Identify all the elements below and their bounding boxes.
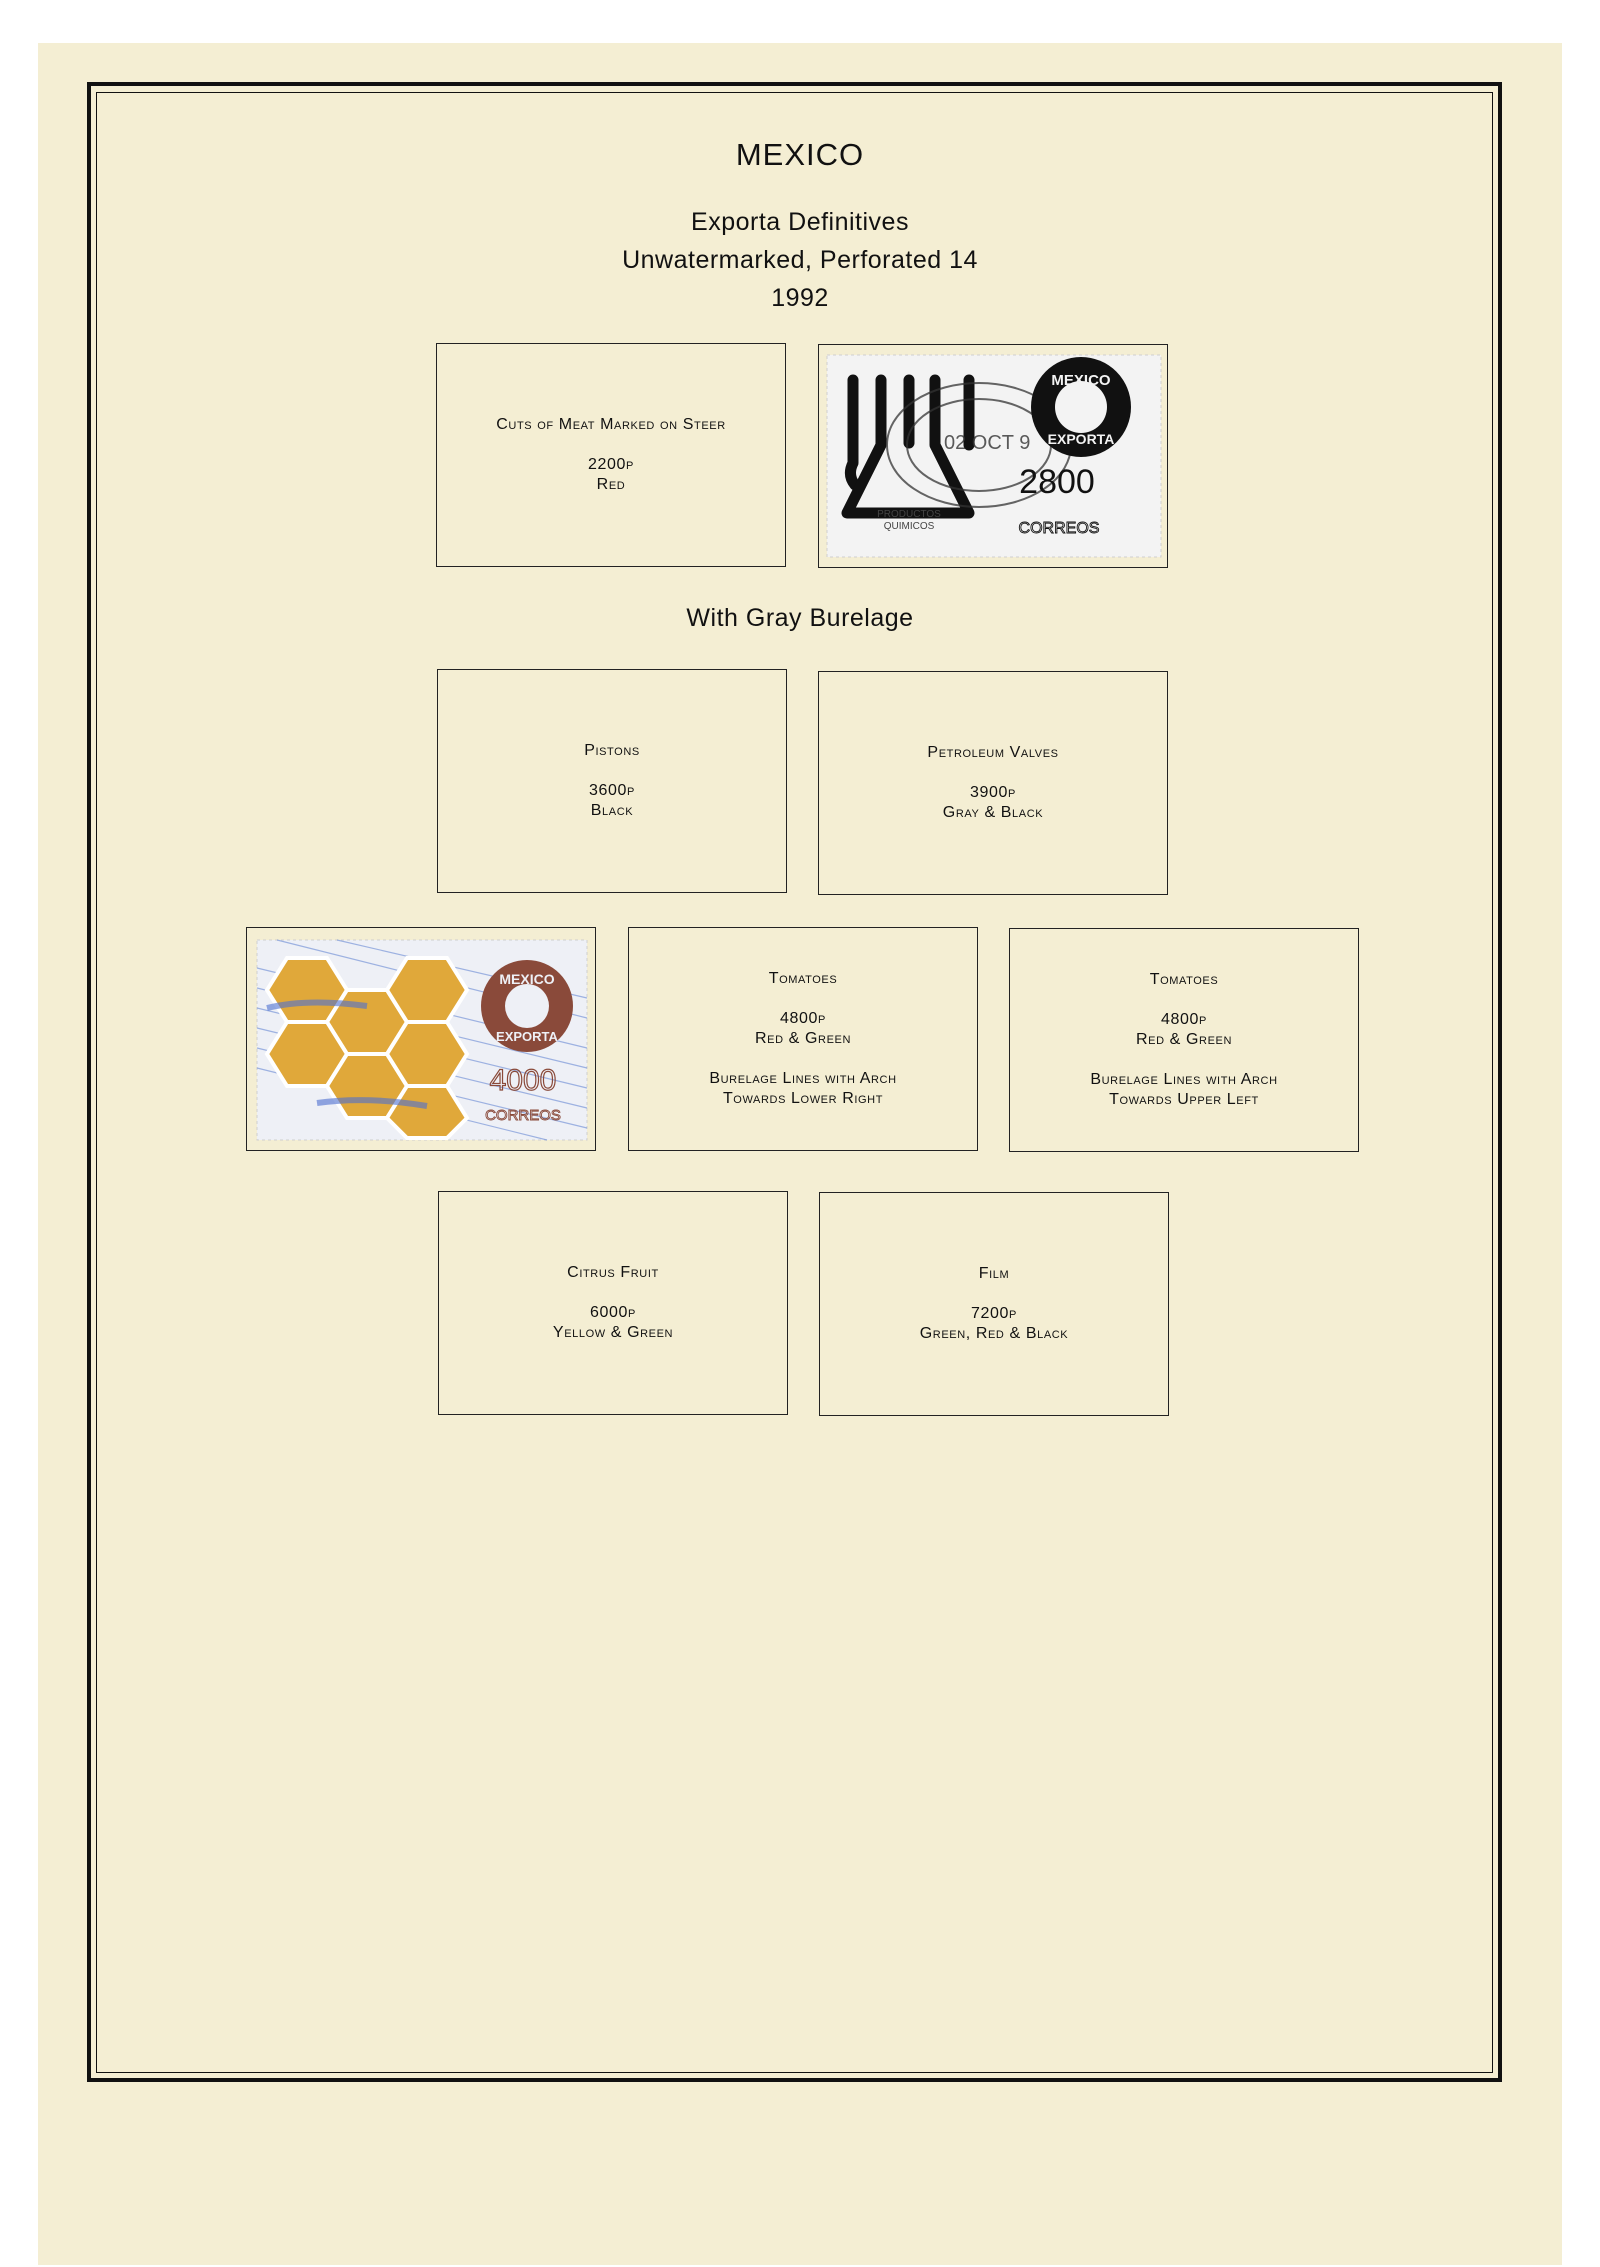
stamp-postal-word: CORREOS — [485, 1107, 561, 1124]
space-title: Pistons — [584, 742, 640, 759]
country-heading: MEXICO — [735, 137, 865, 172]
stamp-mount-2800p[interactable]: 02 OCT 9 MEXICO EXPORTA 2800 CORREOS PRO… — [818, 344, 1168, 568]
honeycomb-motif — [264, 956, 470, 1140]
space-note: Burelage Lines with Arch — [1090, 1071, 1278, 1088]
stamp-mount-4000p[interactable]: MEXICO EXPORTA 4000 CORREOS — [246, 927, 596, 1151]
space-color: Red & Green — [754, 1030, 851, 1047]
stamp-4000p-image: MEXICO EXPORTA 4000 CORREOS — [256, 939, 588, 1141]
series-description: Unwatermarked, Perforated 14 — [622, 246, 978, 274]
space-note: Burelage Lines with Arch — [709, 1070, 897, 1087]
space-color: Black — [590, 802, 634, 819]
space-value: 7200p — [971, 1305, 1017, 1322]
space-value: 3600p — [589, 782, 635, 799]
stamp-denomination: 4000 — [490, 1064, 557, 1097]
stamp-caption-2: QUIMICOS — [884, 521, 935, 532]
stamp-space-4800p-upper-left[interactable]: Tomatoes 4800p Red & Green Burelage Line… — [1009, 928, 1359, 1152]
space-title: Petroleum Valves — [927, 744, 1059, 761]
logo-top-text: MEXICO — [499, 971, 554, 987]
stamp-denomination: 2800 — [1019, 463, 1095, 501]
space-title: Film — [978, 1265, 1010, 1282]
album-page — [38, 43, 1562, 2265]
page-border-outer — [87, 82, 1502, 2082]
stamp-space-7200p[interactable]: Film 7200p Green, Red & Black — [819, 1192, 1169, 1416]
space-title: Tomatoes — [1149, 971, 1219, 988]
space-color: Yellow & Green — [552, 1324, 674, 1341]
stamp-space-4800p-lower-right[interactable]: Tomatoes 4800p Red & Green Burelage Line… — [628, 927, 978, 1151]
space-value: 2200p — [588, 456, 634, 473]
stamp-2800p-image: 02 OCT 9 MEXICO EXPORTA 2800 CORREOS PRO… — [826, 354, 1162, 558]
series-title: Exporta Definitives — [691, 208, 909, 236]
stamp-caption-1: PRODUCTOS — [877, 509, 941, 520]
stamp-space-3900p[interactable]: Petroleum Valves 3900p Gray & Black — [818, 671, 1168, 895]
blue-accent-strokes — [266, 999, 428, 1109]
logo-bottom-text: EXPORTA — [496, 1029, 558, 1044]
logo-bottom-text: EXPORTA — [1048, 431, 1115, 447]
space-value: 3900p — [970, 784, 1016, 801]
logo-top-text: MEXICO — [1051, 372, 1111, 389]
stamp-space-2200p[interactable]: Cuts of Meat Marked on Steer 2200p Red — [436, 343, 786, 567]
space-value: 4800p — [1161, 1011, 1207, 1028]
stamp-space-6000p[interactable]: Citrus Fruit 6000p Yellow & Green — [438, 1191, 788, 1415]
space-title: Cuts of Meat Marked on Steer — [496, 416, 726, 433]
space-color: Red & Green — [1135, 1031, 1232, 1048]
section-heading: With Gray Burelage — [686, 604, 914, 632]
flask-motif — [841, 374, 975, 519]
page-border-inner — [96, 92, 1493, 2073]
stamp-postal-word: CORREOS — [1019, 520, 1100, 537]
space-title: Citrus Fruit — [567, 1264, 659, 1281]
series-year: 1992 — [771, 284, 829, 312]
space-note: Towards Upper Left — [1109, 1091, 1259, 1108]
space-color: Red — [596, 476, 626, 493]
space-color: Green, Red & Black — [919, 1325, 1069, 1342]
postmark-date: 02 OCT 9 — [944, 432, 1030, 454]
space-value: 6000p — [590, 1304, 636, 1321]
space-note: Towards Lower Right — [722, 1090, 884, 1107]
space-title: Tomatoes — [768, 970, 838, 987]
space-color: Gray & Black — [942, 804, 1044, 821]
space-value: 4800p — [780, 1010, 826, 1027]
stamp-space-3600p[interactable]: Pistons 3600p Black — [437, 669, 787, 893]
